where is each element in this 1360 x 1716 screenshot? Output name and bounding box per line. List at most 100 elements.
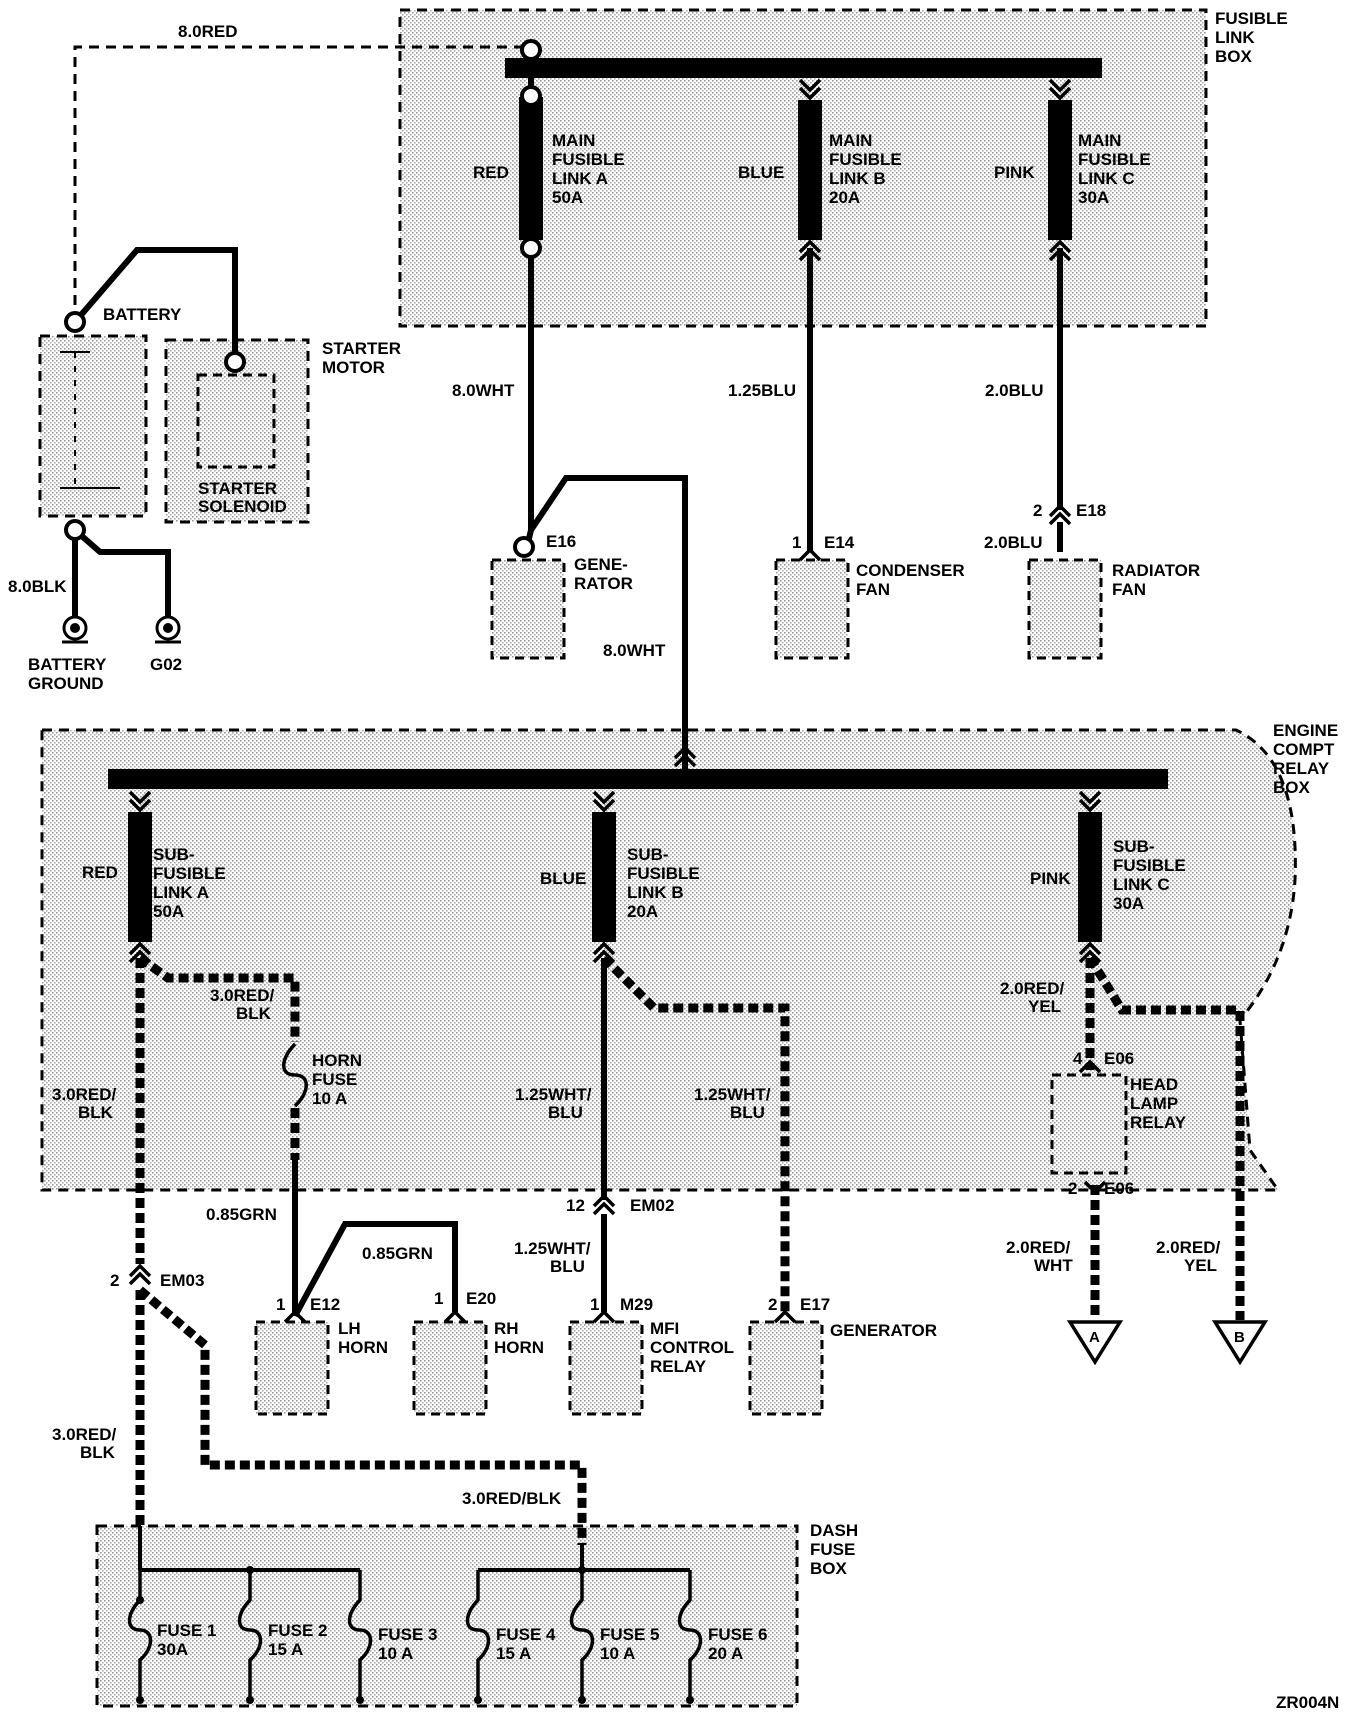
horn-fuse-icon xyxy=(282,1042,308,1108)
label-generator-top: GENE- RATOR xyxy=(574,555,633,593)
label-conn-b: B xyxy=(1234,1329,1245,1346)
label-mfi-relay: MFI CONTROL RELAY xyxy=(650,1319,738,1376)
label-sub-b-color: BLUE xyxy=(540,869,586,888)
label-generator-bottom: GENERATOR xyxy=(830,1321,937,1340)
lh-horn xyxy=(254,1320,330,1416)
wire-em03-dash-right xyxy=(137,1286,587,1545)
connector-a-icon xyxy=(1066,1320,1124,1366)
dash-bus-nodes xyxy=(136,1566,694,1704)
terminal-link-a-lower xyxy=(520,237,542,259)
radiator-fan xyxy=(1027,558,1103,660)
dash-fuse-box xyxy=(95,1524,799,1708)
ground-icon xyxy=(62,615,88,644)
ground-icon xyxy=(155,615,181,644)
wire-horn-rh xyxy=(292,1221,458,1318)
label-horn-fuse: HORN FUSE 10 A xyxy=(312,1051,367,1108)
label-em02-pin: 12 xyxy=(566,1196,585,1215)
label-conn-a: A xyxy=(1089,1329,1100,1346)
label-wire-mfi-whtblu: 1.25WHT/ BLU xyxy=(515,1085,596,1122)
head-lamp-relay xyxy=(1050,1073,1128,1175)
label-dash-fuse-box: DASH FUSE BOX xyxy=(810,1521,863,1578)
label-sub-c-color: PINK xyxy=(1030,869,1071,888)
label-link-c-color: PINK xyxy=(994,163,1035,182)
generator-top xyxy=(490,558,566,660)
label-link-a-color: RED xyxy=(473,163,509,182)
label-wire-left-redblk: 3.0RED/ BLK xyxy=(52,1085,121,1122)
battery xyxy=(38,334,148,518)
label-em03: EM03 xyxy=(160,1271,204,1290)
terminal-e16 xyxy=(513,536,535,558)
label-m29-pin: 1 xyxy=(590,1295,599,1314)
label-condenser-fan: CONDENSER FAN xyxy=(856,561,969,599)
label-battery: BATTERY xyxy=(103,305,182,324)
dash-fuses-icon xyxy=(127,1570,703,1700)
label-e12: E12 xyxy=(310,1295,340,1314)
starter-solenoid xyxy=(196,373,276,469)
label-wire-gen-relay: 8.0WHT xyxy=(603,641,666,660)
label-e17-pin: 2 xyxy=(768,1295,777,1314)
label-e14-pin: 1 xyxy=(792,533,801,552)
label-e17: E17 xyxy=(800,1295,830,1314)
terminal-battery-neg xyxy=(64,519,86,541)
label-fusible-link-box: FUSIBLE LINK BOX xyxy=(1215,9,1292,66)
label-sub-c: SUB- FUSIBLE LINK C 30A xyxy=(1113,837,1190,913)
label-fuse-3: FUSE 3 10 A xyxy=(378,1625,442,1663)
label-wire-b-redyel: 2.0RED/ YEL xyxy=(1156,1238,1225,1275)
label-e16: E16 xyxy=(546,532,576,551)
label-wire-dash-left: 3.0RED/ BLK xyxy=(52,1425,121,1462)
wire-g02 xyxy=(73,527,171,620)
label-e06-bottom: E06 xyxy=(1104,1179,1134,1198)
wire-sub-a-horn-fuse xyxy=(137,954,300,1042)
wire-sub-b-generator xyxy=(600,954,790,1312)
engine-compt-relay-box xyxy=(40,728,1297,1192)
connector-b-icon xyxy=(1211,1320,1269,1366)
figure-id: ZR004N xyxy=(1276,1693,1339,1712)
label-radiator-fan: RADIATOR FAN xyxy=(1112,561,1205,599)
label-wire-horn-redblk: 3.0RED/ BLK xyxy=(210,986,279,1023)
label-wire-battery-red: 8.0RED xyxy=(178,22,238,41)
label-link-a: MAIN FUSIBLE LINK A 50A xyxy=(552,131,629,207)
label-e14: E14 xyxy=(824,533,855,552)
label-g02: G02 xyxy=(150,655,182,674)
terminal-starter xyxy=(224,351,246,373)
label-e06-top: E06 xyxy=(1104,1049,1134,1068)
mfi-control-relay xyxy=(568,1320,644,1416)
label-wire-dash-right: 3.0RED/BLK xyxy=(462,1489,562,1508)
label-wire-rh-grn: 0.85GRN xyxy=(362,1244,433,1263)
label-e18-pin: 2 xyxy=(1033,501,1042,520)
label-fuse-4: FUSE 4 15 A xyxy=(496,1625,560,1663)
label-wire-a-redwht: 2.0RED/ WHT xyxy=(1006,1238,1075,1275)
connector-chevrons xyxy=(128,78,1107,1324)
label-link-c: MAIN FUSIBLE LINK C 30A xyxy=(1078,131,1155,207)
wire-battery-to-link xyxy=(73,45,531,322)
label-wire-gen2-whtblu: 1.25WHT/ BLU xyxy=(694,1085,775,1122)
label-link-b-color: BLUE xyxy=(738,163,784,182)
wire-link-a-generator xyxy=(528,255,688,755)
label-sub-a-color: RED xyxy=(82,863,118,882)
label-wire-m29-whtblu: 1.25WHT/ BLU xyxy=(514,1239,595,1276)
label-wire-cond-blu: 1.25BLU xyxy=(728,381,796,400)
label-wire-gen-wht: 8.0WHT xyxy=(452,381,515,400)
terminal-link-a-upper xyxy=(520,85,542,107)
wire-sub-c-b xyxy=(1086,955,1245,1320)
terminal-battery-pos xyxy=(64,311,86,333)
label-fuse-2: FUSE 2 15 A xyxy=(268,1621,332,1659)
label-wire-rad-blu2: 2.0BLU xyxy=(984,533,1043,552)
label-head-lamp-relay: HEAD LAMP RELAY xyxy=(1130,1075,1187,1132)
terminal-link-a-top xyxy=(520,39,542,61)
label-fuse-6: FUSE 6 20 A xyxy=(708,1625,772,1663)
label-wire-rad-blu: 2.0BLU xyxy=(985,381,1044,400)
generator-bottom xyxy=(748,1320,824,1416)
label-em02: EM02 xyxy=(630,1196,674,1215)
label-lh-horn: LH HORN xyxy=(338,1319,388,1357)
label-e20-pin: 1 xyxy=(434,1289,443,1308)
label-sub-b: SUB- FUSIBLE LINK B 20A xyxy=(627,845,704,921)
label-e18: E18 xyxy=(1076,501,1106,520)
label-e20: E20 xyxy=(466,1289,496,1308)
label-fuse-1: FUSE 1 30A xyxy=(157,1621,221,1659)
label-e06-pin-top: 4 xyxy=(1073,1049,1083,1068)
label-e06-pin-bottom: 2 xyxy=(1068,1179,1077,1198)
label-rh-horn: RH HORN xyxy=(494,1319,544,1357)
label-em03-pin: 2 xyxy=(110,1271,119,1290)
